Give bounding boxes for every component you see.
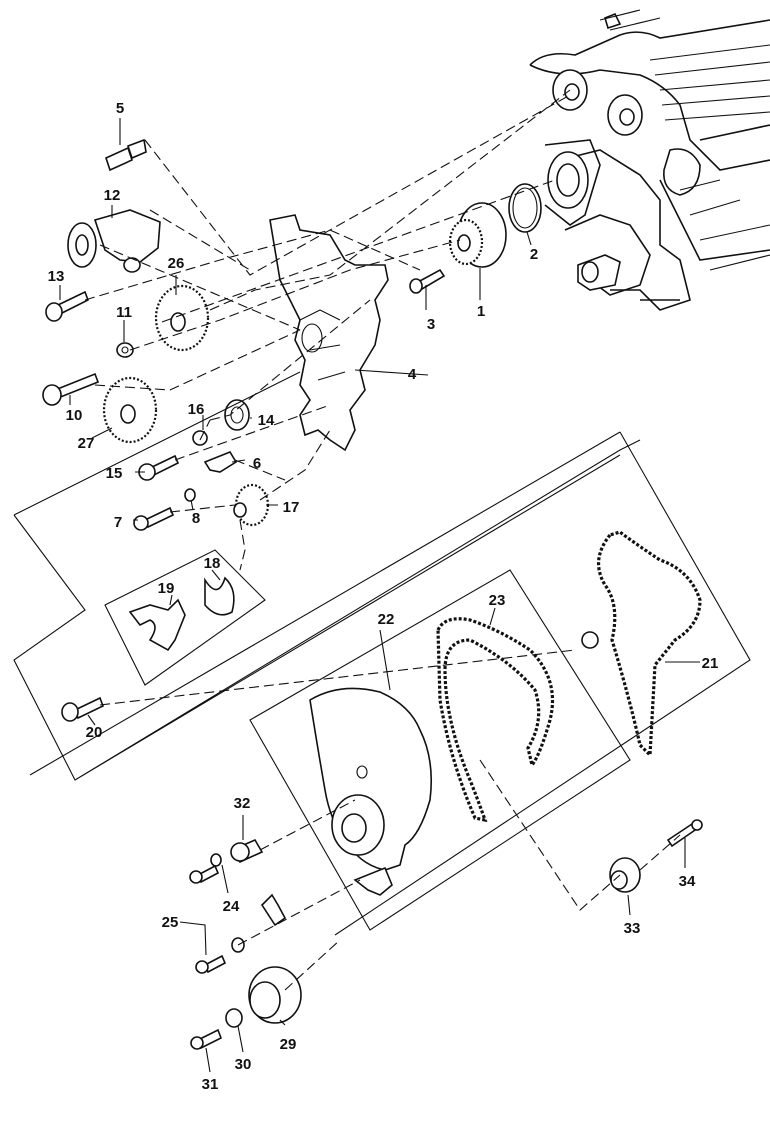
bolt-31 [190,1028,223,1050]
cam-gear-26 [154,284,210,352]
callout-6: 6 [253,455,261,472]
callout-14: 14 [258,412,275,429]
washer-16 [192,430,208,446]
stud-5 [105,138,147,172]
callout-7: 7 [114,514,122,531]
callout-32: 32 [234,795,251,812]
rear-timing-cover [269,214,389,452]
callout-8: 8 [192,510,200,527]
clip [260,893,287,927]
callout-2: 2 [530,246,538,263]
callout-13: 13 [48,268,65,285]
washer-11 [116,342,134,358]
engine-block [529,9,770,311]
outer-frame-right [29,431,751,936]
callout-25: 25 [162,914,179,931]
cover-box [249,569,631,931]
timing-belt-21 [597,530,702,759]
plug [581,631,599,649]
outer-frame-left [13,371,641,781]
callout-30: 30 [235,1056,252,1073]
pulley-29 [248,966,302,1024]
callout-12: 12 [104,187,121,204]
tensioner-12 [67,209,161,273]
timing-belt-23 [436,617,555,823]
water-pump [448,202,507,268]
callout-31: 31 [202,1076,219,1093]
bracket-6 [203,451,238,473]
callout-17: 17 [283,499,300,516]
leader-lines [59,118,700,1073]
bolt-25 [195,954,227,974]
cam-gear-27 [102,376,158,444]
screw-34 [666,819,703,848]
callout-16: 16 [188,401,205,418]
bolt-32 [230,838,264,864]
callout-10: 10 [66,407,83,424]
bolt-24-left [189,864,220,884]
front-cover-22 [309,687,433,896]
washer-30 [225,1008,243,1028]
callout-1: 1 [477,303,485,320]
sub-assembly-box [104,549,266,686]
callout-19: 19 [158,580,175,597]
pump-bolt [409,268,446,294]
callout-18: 18 [204,555,221,572]
callout-21: 21 [702,655,719,672]
alignment-lines [84,89,681,991]
callout-15: 15 [106,465,123,482]
idler-14 [224,399,250,431]
callout-labels: 5 12 13 26 11 10 27 16 14 15 6 7 8 17 18… [48,100,719,1093]
o-ring [508,183,542,233]
callout-29: 29 [280,1036,297,1053]
callout-4: 4 [408,366,417,383]
bolt-20 [61,696,105,722]
callout-23: 23 [489,592,506,609]
callout-34: 34 [679,873,696,890]
washer-24 [210,853,222,867]
callout-20: 20 [86,724,103,741]
callout-33: 33 [624,920,641,937]
crank-gear-17 [233,483,270,527]
callout-22: 22 [378,611,395,628]
callout-26: 26 [168,255,185,272]
bolt-7 [133,506,175,531]
callout-11: 11 [116,304,132,321]
bolt-10 [42,372,100,406]
callout-27: 27 [78,435,95,452]
callout-3: 3 [427,316,435,333]
grommet-33 [609,857,641,893]
callout-5: 5 [116,100,124,117]
callout-24: 24 [223,898,240,915]
bolt-15 [138,454,180,481]
washer-8 [184,488,196,502]
bolt-13 [45,290,90,322]
